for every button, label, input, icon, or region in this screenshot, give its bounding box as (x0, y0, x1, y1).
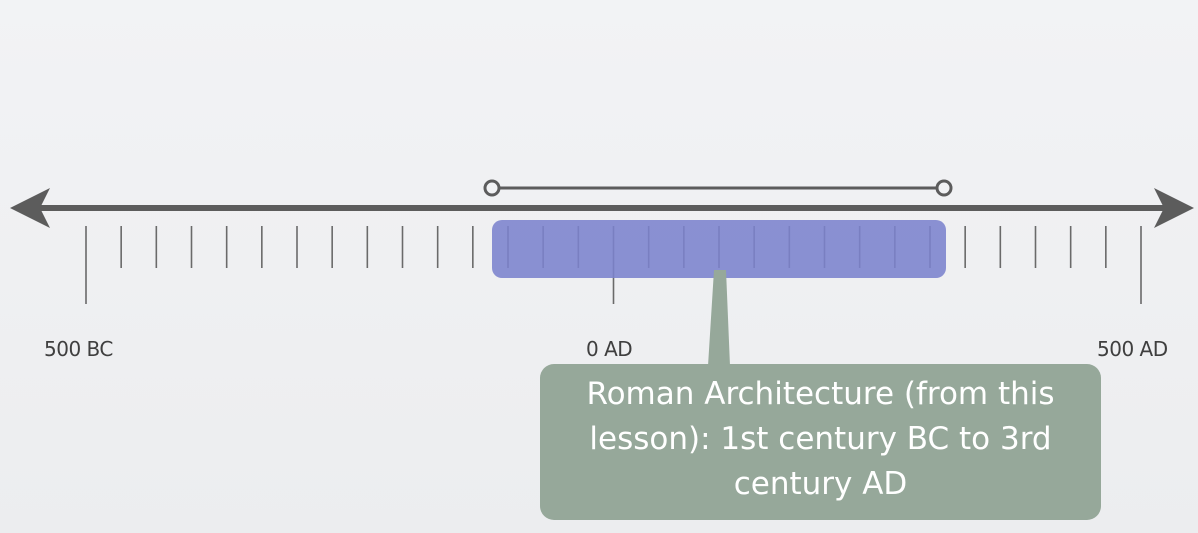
range-start-marker (483, 179, 501, 197)
callout-box: Roman Architecture (from this lesson): 1… (540, 364, 1101, 520)
axis-label-end: 500 AD (1097, 337, 1168, 361)
range-end-marker (935, 179, 953, 197)
callout-pointer (708, 270, 730, 366)
axis-label-start: 500 BC (44, 337, 113, 361)
callout-text: Roman Architecture (from this lesson): 1… (586, 376, 1055, 502)
axis-label-mid: 0 AD (586, 337, 633, 361)
highlighted-period-band (492, 220, 946, 278)
left-arrowhead-icon (10, 188, 50, 228)
right-arrowhead-icon (1154, 188, 1194, 228)
range-bracket (483, 179, 953, 197)
